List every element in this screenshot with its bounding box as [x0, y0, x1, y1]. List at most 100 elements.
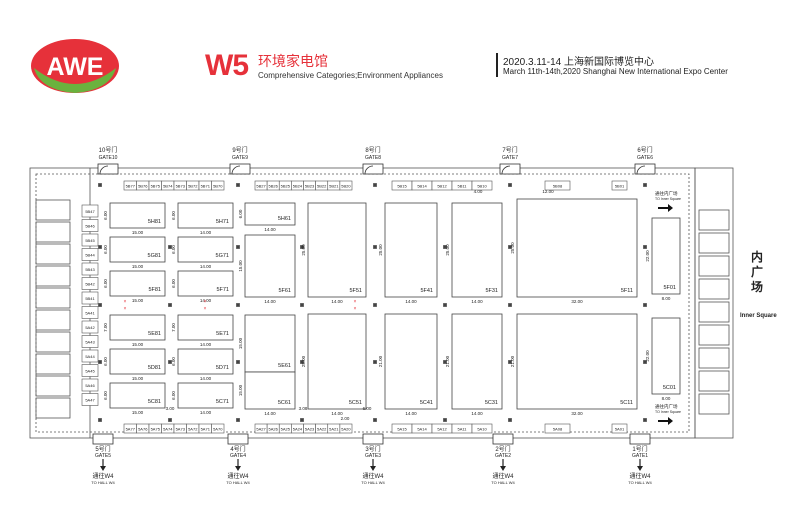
- booth-5c81[interactable]: [109, 382, 166, 409]
- booth-5c71[interactable]: [177, 382, 234, 409]
- service-room: [35, 221, 71, 243]
- left-booth[interactable]: [81, 335, 99, 348]
- service-room: [35, 287, 71, 309]
- booth-5g81[interactable]: [109, 236, 166, 263]
- marker-icon: ×: [124, 299, 127, 305]
- booth-5f51[interactable]: [307, 202, 367, 298]
- inner-square-arrow-en: TO Inner Square: [655, 197, 681, 201]
- small-booth-label: 5A10: [477, 427, 487, 432]
- left-booth[interactable]: [81, 233, 99, 247]
- arrow-head-icon: [500, 466, 506, 471]
- booth-5h61[interactable]: [244, 202, 296, 226]
- booth-id-label: 5C41: [420, 400, 433, 406]
- gate-cn-label: 5号门: [95, 445, 110, 453]
- gate-door[interactable]: [362, 163, 384, 175]
- structural-column: [443, 418, 447, 422]
- structural-column: [373, 245, 377, 249]
- left-booth-label: 5B41: [85, 296, 95, 301]
- left-booth-label: 5B44: [85, 253, 95, 258]
- small-booth[interactable]: [471, 180, 493, 191]
- small-booth[interactable]: [339, 180, 353, 191]
- booth-id-label: 5C01: [663, 385, 676, 391]
- booth-5f11[interactable]: [516, 198, 638, 298]
- small-booth[interactable]: [544, 180, 571, 191]
- booth-5c41[interactable]: [384, 313, 438, 410]
- left-booth-label: 5A45: [85, 369, 95, 374]
- gate-door[interactable]: [229, 163, 251, 175]
- booth-5f81[interactable]: [109, 270, 166, 297]
- gate-door[interactable]: [227, 433, 249, 445]
- small-booth-label: 5A23: [305, 427, 315, 432]
- small-booth[interactable]: [611, 423, 628, 434]
- small-booth[interactable]: [339, 423, 353, 434]
- gate-en-label: GATE3: [365, 453, 381, 459]
- structural-column: [236, 360, 240, 364]
- marker-icon: ×: [124, 306, 127, 312]
- arrow-head-icon: [370, 466, 376, 471]
- booth-5e81[interactable]: [109, 314, 166, 341]
- booth-5e61[interactable]: [244, 314, 296, 373]
- small-booth[interactable]: [211, 423, 225, 434]
- booth-5d71[interactable]: [177, 348, 234, 375]
- dimension-label: 3.00: [166, 406, 175, 411]
- gate-door[interactable]: [629, 433, 651, 445]
- gate-door[interactable]: [492, 433, 514, 445]
- booth-5f31[interactable]: [451, 202, 503, 298]
- booth-width-label: 15.00: [132, 376, 144, 381]
- booth-5f71[interactable]: [177, 270, 234, 297]
- left-booth[interactable]: [81, 219, 99, 232]
- booth-5d81[interactable]: [109, 348, 166, 375]
- gate-door[interactable]: [499, 163, 521, 175]
- small-booth-label: 5B76: [138, 184, 148, 189]
- left-booth[interactable]: [81, 306, 99, 319]
- left-booth[interactable]: [81, 248, 99, 261]
- booth-width-label: 14.00: [200, 410, 212, 415]
- structural-column: [508, 245, 512, 249]
- booth-5e71[interactable]: [177, 314, 234, 341]
- marker-icon: ×: [204, 299, 207, 305]
- booth-id-label: 5E71: [216, 331, 229, 337]
- left-booth[interactable]: [81, 364, 99, 377]
- door-swing: [99, 165, 109, 175]
- left-booth[interactable]: [81, 349, 99, 363]
- left-booth[interactable]: [81, 320, 99, 334]
- structural-column: [168, 418, 172, 422]
- booth-5c51[interactable]: [307, 313, 367, 410]
- small-booth[interactable]: [611, 180, 628, 191]
- inner-square-arrow-cn: 通往内广场: [655, 190, 678, 197]
- left-booth[interactable]: [81, 277, 99, 290]
- gate-cn-label: 8号门: [365, 146, 380, 154]
- small-booth[interactable]: [544, 423, 571, 434]
- left-booth[interactable]: [81, 262, 99, 276]
- booth-5c31[interactable]: [451, 313, 503, 410]
- gate-door[interactable]: [634, 163, 656, 175]
- booth-5f41[interactable]: [384, 202, 438, 298]
- gate-door[interactable]: [97, 163, 119, 175]
- small-booth[interactable]: [471, 423, 493, 434]
- left-booth-label: 5A44: [85, 354, 95, 359]
- booth-5c11[interactable]: [516, 313, 638, 410]
- gate-door[interactable]: [92, 433, 114, 445]
- booth-5h81[interactable]: [109, 202, 166, 229]
- left-booth[interactable]: [81, 378, 99, 392]
- small-booth-label: 5A27: [256, 427, 266, 432]
- booth-5f61[interactable]: [244, 234, 296, 298]
- small-booth-label: 5A25: [281, 427, 291, 432]
- left-booth[interactable]: [81, 393, 99, 406]
- left-booth[interactable]: [81, 291, 99, 305]
- left-booth[interactable]: [81, 204, 99, 218]
- booth-5c61[interactable]: [244, 371, 296, 410]
- small-booth-label: 5B21: [329, 184, 339, 189]
- booth-5c01[interactable]: [651, 317, 681, 395]
- structural-column: [168, 360, 172, 364]
- booth-width-label: 14.00: [471, 299, 483, 304]
- booth-5f01[interactable]: [651, 217, 681, 295]
- booth-5g71[interactable]: [177, 236, 234, 263]
- small-booth[interactable]: [211, 180, 225, 191]
- structural-column: [373, 360, 377, 364]
- service-room: [35, 353, 71, 375]
- gate-door[interactable]: [362, 433, 384, 445]
- small-booth-label: 5A21: [329, 427, 339, 432]
- booth-width-label: 14.00: [264, 299, 276, 304]
- booth-5h71[interactable]: [177, 202, 234, 229]
